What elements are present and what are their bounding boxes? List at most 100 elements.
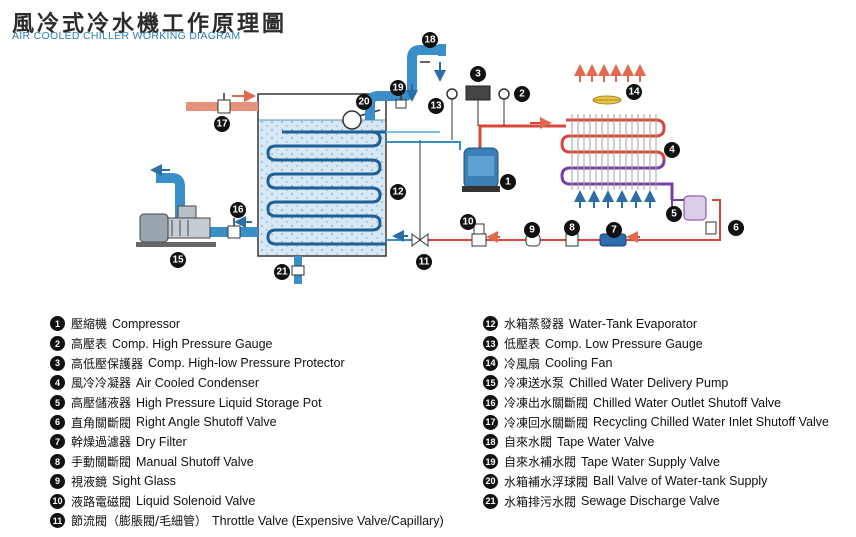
badge-1: 1	[500, 174, 516, 190]
legend-number: 20	[483, 473, 498, 489]
svg-text:7: 7	[611, 225, 617, 236]
legend-number: 1	[50, 316, 65, 332]
legend-number: 7	[50, 434, 65, 450]
badge-6: 6	[728, 220, 744, 236]
legend-label-cn: 視液鏡	[71, 474, 108, 489]
legend-label-en: Dry Filter	[136, 434, 187, 449]
legend-number: 11	[50, 513, 65, 529]
legend-item: 6 直角關斷閥 Right Angle Shutoff Valve	[50, 412, 444, 432]
legend-label-cn: 壓縮機	[71, 317, 108, 332]
badge-9: 9	[524, 222, 540, 238]
svg-text:21: 21	[276, 267, 288, 278]
svg-text:5: 5	[671, 209, 677, 220]
badge-8: 8	[564, 220, 580, 236]
legend-item: 9 視液鏡 Sight Glass	[50, 472, 444, 492]
line-components	[411, 221, 717, 247]
legend-label-en: Recycling Chilled Water Inlet Shutoff Va…	[593, 415, 830, 430]
legend-label-cn: 冷風扇	[504, 356, 541, 371]
svg-text:10: 10	[462, 217, 474, 228]
badge-16: 16	[230, 202, 246, 218]
drain-valve	[291, 256, 305, 284]
svg-text:3: 3	[475, 69, 481, 80]
svg-text:19: 19	[392, 83, 404, 94]
legend-number: 13	[483, 336, 498, 352]
legend-label-en: Manual Shutoff Valve	[136, 454, 254, 469]
badge-4: 4	[664, 142, 680, 158]
airflow-arrows	[574, 64, 656, 208]
badge-15: 15	[170, 252, 186, 268]
gauges	[446, 85, 510, 140]
tap-water-pipe	[365, 44, 446, 120]
badge-3: 3	[470, 66, 486, 82]
legend-label-cn: 水箱蒸發器	[504, 317, 565, 332]
legend-label-cn: 自來水閥	[504, 435, 553, 450]
legend-label-cn: 風冷冷凝器	[71, 376, 132, 391]
legend-label-cn: 高壓儲液器	[71, 396, 132, 411]
badge-2: 2	[514, 86, 530, 102]
badge-17: 17	[214, 116, 230, 132]
legend-label-cn: 冷凍出水關斷閥	[504, 396, 589, 411]
svg-text:17: 17	[216, 119, 228, 130]
legend-label-cn: 直角關斷閥	[71, 415, 132, 430]
badge-10: 10	[460, 214, 476, 230]
legend-number: 9	[50, 473, 65, 489]
legend-number: 19	[483, 454, 498, 470]
legend-label-cn: 手動關斷閥	[71, 455, 132, 470]
svg-text:18: 18	[424, 35, 436, 46]
legend-label-en: Comp. High-low Pressure Protector	[148, 356, 345, 371]
legend-label-cn: 液路電磁閥	[71, 494, 132, 509]
svg-text:6: 6	[733, 223, 739, 234]
svg-text:20: 20	[358, 97, 370, 108]
svg-text:14: 14	[628, 87, 640, 98]
legend-label-en: Sewage Discharge Valve	[581, 494, 720, 509]
legend-number: 8	[50, 454, 65, 470]
legend-item: 12 水箱蒸發器 Water-Tank Evaporator	[483, 314, 829, 334]
legend-label-en: Ball Valve of Water-tank Supply	[593, 474, 768, 489]
page-title: 風冷式冷水機工作原理圖	[12, 11, 288, 37]
legend-number: 10	[50, 493, 65, 509]
legend-label-en: Right Angle Shutoff Valve	[136, 415, 277, 430]
badge-20: 20	[356, 94, 372, 110]
badge-21: 21	[274, 264, 290, 280]
component-badges: 1 2 3 4 5 6 7 8 9 10 11 12 13 14 15 16 1…	[170, 32, 744, 280]
water-tank-evaporator	[257, 93, 387, 257]
legend-label-en: Water-Tank Evaporator	[569, 316, 698, 331]
legend-label-cn: 水箱排污水閥	[504, 494, 577, 509]
svg-text:4: 4	[669, 145, 675, 156]
air-cooled-condenser	[560, 114, 674, 200]
legend-label-cn: 幹燥過濾器	[71, 435, 132, 450]
legend-label-en: Chilled Water Outlet Shutoff Valve	[593, 395, 782, 410]
legend-number: 16	[483, 395, 498, 411]
chiller-diagram: 1 2 3 4 5 6 7 8 9 10 11 12 13 14 15 16 1…	[136, 32, 744, 284]
cooling-fan	[592, 95, 622, 105]
legend-number: 3	[50, 355, 65, 371]
legend-label-en: Sight Glass	[112, 474, 176, 489]
legend-label-cn: 冷凍送水泵	[504, 376, 565, 391]
legend-label-cn: 低壓表	[504, 337, 541, 352]
legend-number: 14	[483, 355, 498, 371]
legend-label-en: Tape Water Supply Valve	[581, 454, 720, 469]
legend-label-cn: 高壓表	[71, 337, 108, 352]
compressor	[462, 147, 500, 192]
legend-label-en: Air Cooled Condenser	[136, 375, 260, 390]
svg-text:13: 13	[430, 101, 442, 112]
legend-number: 6	[50, 414, 65, 430]
legend-number: 12	[483, 316, 498, 332]
svg-text:16: 16	[232, 205, 244, 216]
svg-text:12: 12	[392, 187, 404, 198]
